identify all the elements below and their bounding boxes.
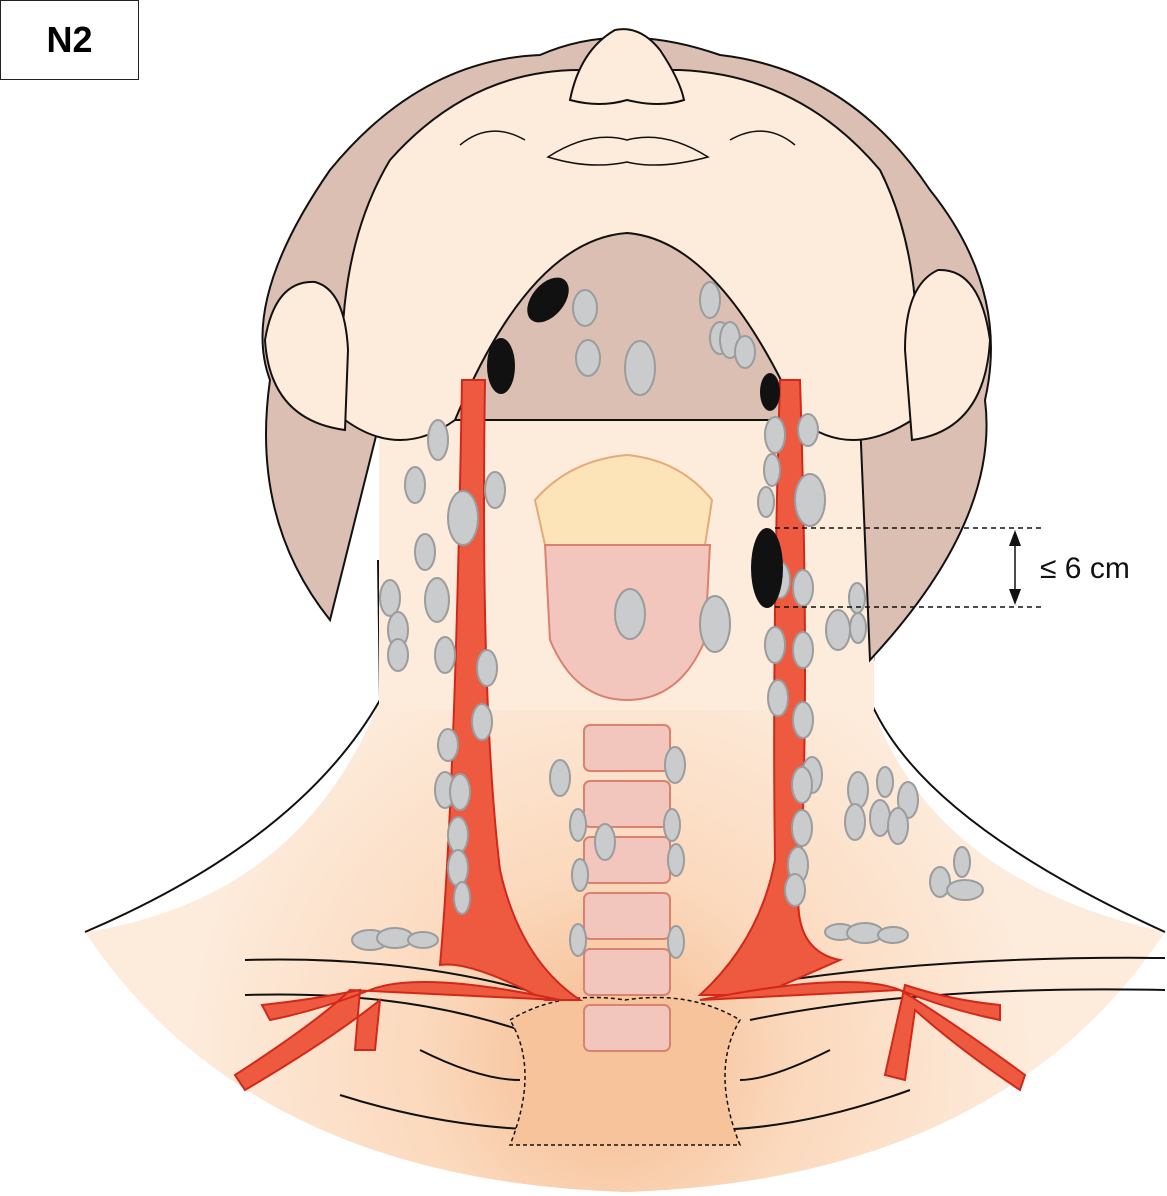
tracheal-ring bbox=[583, 948, 671, 996]
lymph-node bbox=[575, 339, 601, 377]
lymph-node bbox=[792, 631, 814, 669]
lymph-node bbox=[876, 766, 894, 798]
involved-lymph-node bbox=[751, 528, 783, 608]
lymph-node bbox=[797, 413, 819, 447]
involved-lymph-node bbox=[760, 373, 780, 411]
lymph-node bbox=[407, 931, 439, 949]
lymph-node bbox=[624, 340, 656, 396]
left-eye bbox=[459, 130, 526, 146]
lymph-node bbox=[946, 879, 984, 901]
lymph-node bbox=[549, 759, 571, 797]
lymph-node bbox=[667, 843, 685, 877]
mouth bbox=[546, 136, 710, 166]
lymph-node bbox=[427, 419, 449, 461]
trachea bbox=[583, 724, 671, 1052]
lymph-node bbox=[379, 579, 401, 617]
lymph-node bbox=[792, 701, 814, 739]
lymph-node bbox=[434, 636, 456, 674]
lymph-node bbox=[869, 799, 891, 837]
lymph-node bbox=[437, 728, 459, 762]
lymph-node bbox=[877, 926, 909, 944]
lymph-node bbox=[767, 679, 789, 717]
lymph-node bbox=[614, 588, 646, 640]
lymph-node bbox=[784, 873, 806, 907]
lymph-node bbox=[791, 809, 813, 847]
lymph-node bbox=[594, 823, 616, 861]
lymph-node bbox=[953, 846, 971, 878]
lymph-node bbox=[848, 582, 866, 614]
tracheal-ring bbox=[583, 1004, 671, 1052]
tracheal-ring bbox=[583, 724, 671, 772]
lymph-node bbox=[447, 490, 479, 546]
lymph-node bbox=[764, 416, 786, 454]
lymph-node bbox=[887, 807, 909, 845]
lymph-node bbox=[849, 612, 867, 644]
lymph-node bbox=[449, 773, 471, 811]
lymph-node bbox=[763, 453, 781, 487]
size-measurement bbox=[775, 527, 1045, 608]
lymph-node bbox=[571, 858, 589, 892]
lymph-nodes bbox=[351, 277, 984, 959]
lymph-node bbox=[699, 281, 721, 319]
lymph-node bbox=[424, 577, 450, 623]
lymph-node bbox=[404, 466, 426, 504]
lymph-node bbox=[847, 771, 869, 809]
lymph-node bbox=[414, 533, 436, 571]
involved-lymph-node bbox=[487, 338, 515, 394]
lymph-node bbox=[825, 609, 851, 651]
epiglottis bbox=[533, 453, 714, 546]
lymph-node bbox=[844, 803, 866, 841]
tracheal-ring bbox=[583, 892, 671, 940]
lymph-node bbox=[663, 808, 681, 842]
lymph-node bbox=[471, 703, 493, 741]
lymph-node bbox=[453, 881, 471, 915]
lymph-node bbox=[794, 473, 826, 527]
right-eye bbox=[729, 130, 796, 146]
lymph-node bbox=[572, 289, 598, 327]
lymph-node bbox=[734, 335, 756, 369]
right-ear bbox=[903, 268, 992, 442]
lymph-node bbox=[664, 746, 686, 784]
measurement-label: ≤ 6 cm bbox=[1040, 552, 1130, 585]
lymph-node bbox=[569, 923, 587, 957]
lymph-node bbox=[447, 849, 469, 887]
involved-lymph-node bbox=[527, 277, 569, 323]
lymph-node bbox=[476, 649, 498, 687]
lymph-node bbox=[699, 595, 731, 653]
sternum bbox=[508, 996, 742, 1146]
lymph-node bbox=[757, 486, 775, 518]
lymph-node bbox=[792, 569, 814, 607]
lymph-node bbox=[929, 866, 951, 898]
nose bbox=[568, 28, 686, 105]
lymph-node bbox=[387, 638, 409, 672]
lymph-node bbox=[764, 626, 786, 664]
neck-outline bbox=[84, 559, 1166, 933]
lymph-node bbox=[667, 925, 685, 959]
lymph-node bbox=[447, 816, 469, 854]
lymph-node bbox=[791, 766, 813, 804]
left-ear bbox=[263, 280, 350, 432]
stage-label: N2 bbox=[0, 0, 139, 80]
lymph-node bbox=[569, 808, 587, 842]
tracheal-ring bbox=[583, 780, 671, 828]
lymph-node bbox=[484, 471, 506, 509]
